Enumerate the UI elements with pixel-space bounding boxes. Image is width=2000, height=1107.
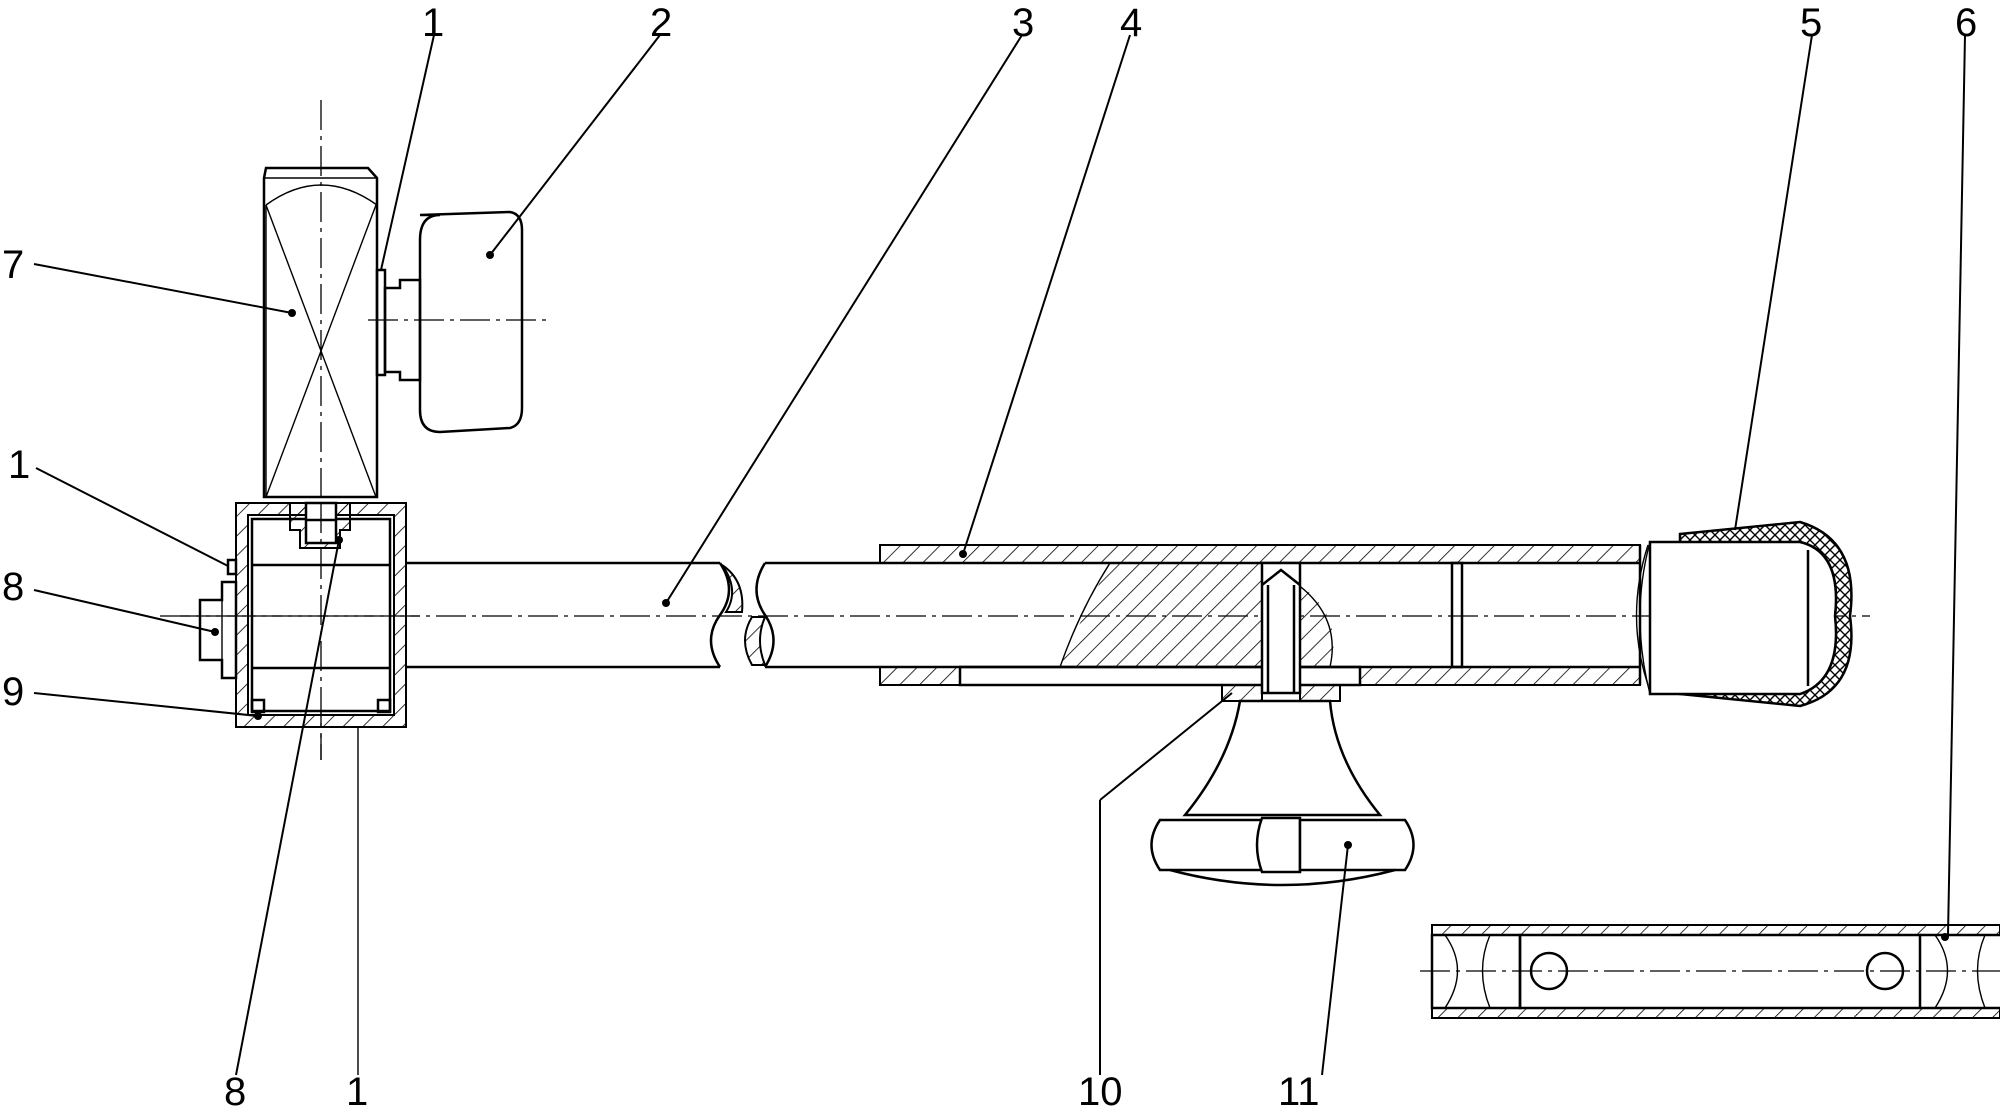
- label-bottom-11: 11: [1278, 1070, 1320, 1107]
- socket-wrench-6: [1420, 924, 2000, 1019]
- label-top-5: 5: [1800, 1, 1822, 45]
- housing-9: [180, 501, 420, 1075]
- label-bottom-1: 1: [346, 1070, 368, 1107]
- bar-3: [160, 561, 1870, 669]
- label-left-1: 1: [8, 443, 30, 487]
- end-cap-5: [1639, 520, 1853, 708]
- knob-2: [368, 210, 550, 434]
- label-bottom-8: 8: [224, 1070, 246, 1107]
- clamp-screw-10: [1221, 561, 1341, 702]
- label-left-9: 9: [2, 670, 24, 714]
- label-top-4: 4: [1120, 1, 1142, 45]
- label-top-3: 3: [1012, 1, 1034, 45]
- label-top-2: 2: [650, 1, 672, 45]
- t-handle-11: [1150, 699, 1415, 887]
- label-left-7: 7: [2, 243, 24, 287]
- label-top-6: 6: [1955, 1, 1977, 45]
- leaders: [33, 34, 1966, 1076]
- grinding-disc-7: [262, 100, 379, 760]
- label-bottom-10: 10: [1078, 1070, 1123, 1107]
- label-left-8: 8: [2, 565, 24, 609]
- label-top-1: 1: [422, 1, 444, 45]
